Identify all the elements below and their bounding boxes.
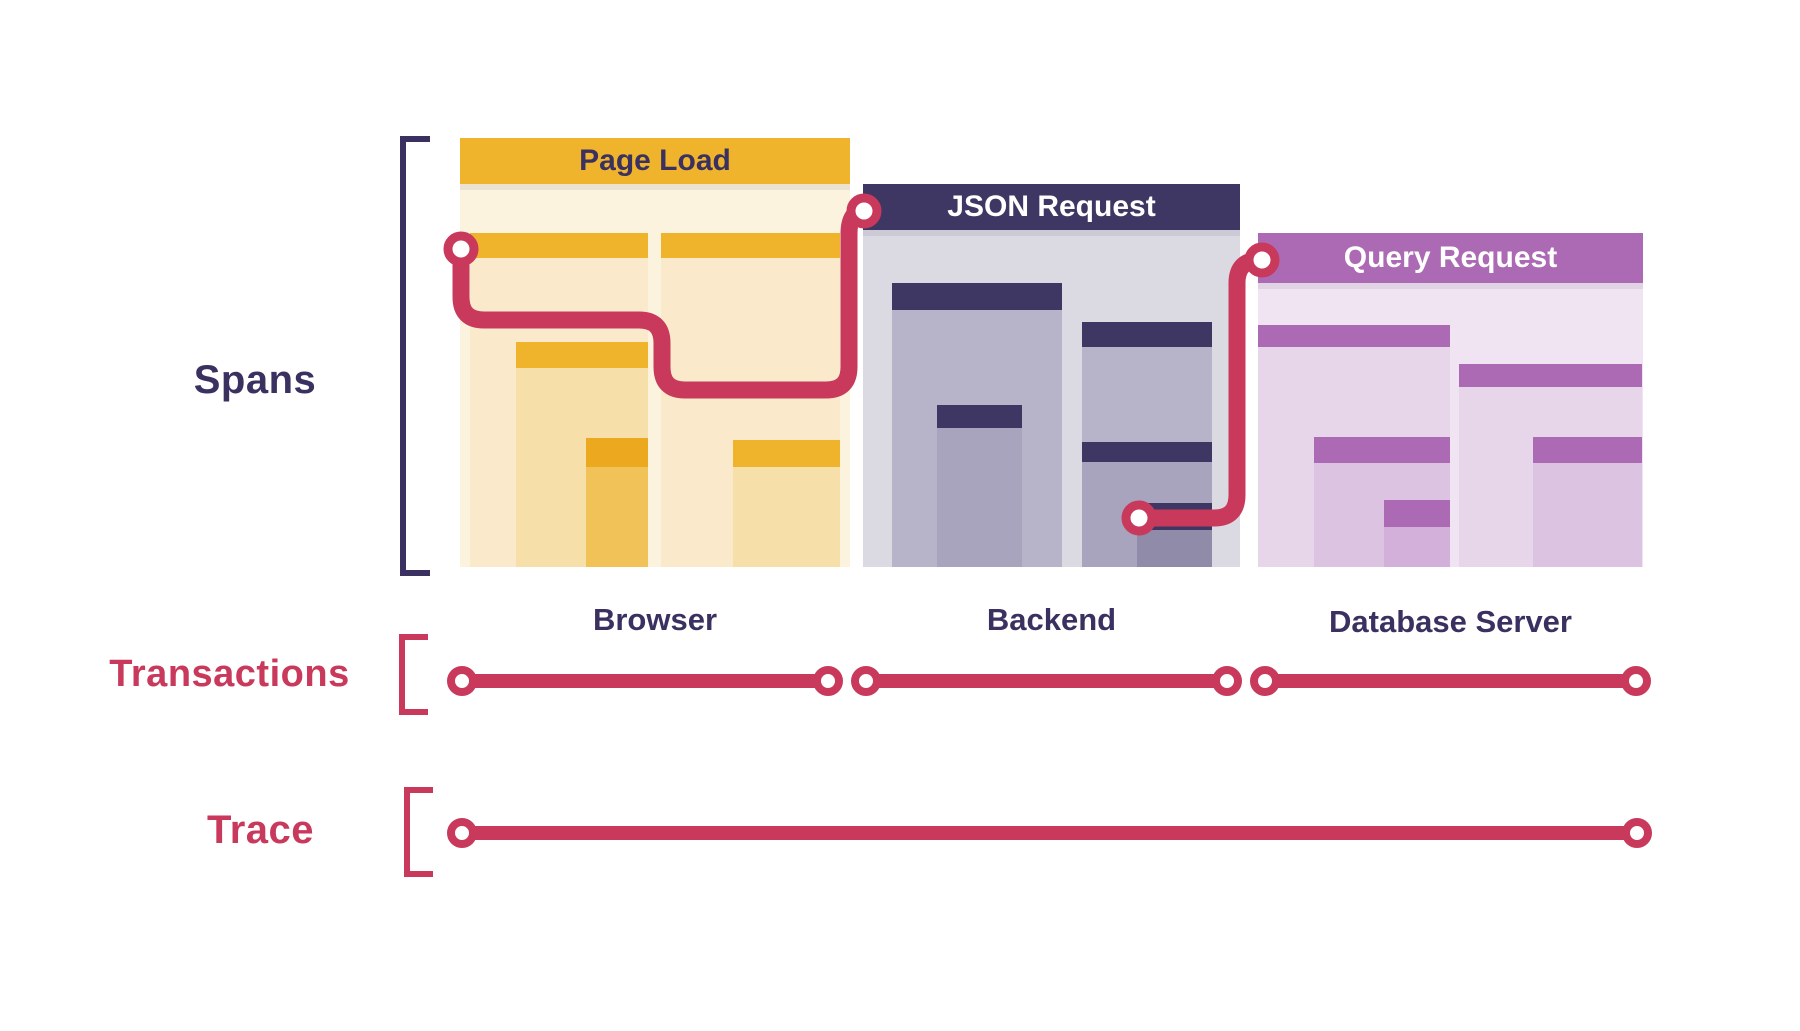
transaction-endpoint-circle — [1212, 666, 1242, 696]
backend-card-title: JSON Request — [947, 190, 1156, 223]
span-body — [1384, 527, 1450, 567]
span-bar — [661, 233, 840, 258]
span-bar — [892, 283, 1062, 310]
trace-endpoint-circle — [447, 818, 477, 848]
browser-card-header: Page Load — [460, 138, 850, 184]
span-body — [1137, 530, 1212, 567]
span-bar — [1137, 503, 1212, 530]
span-bar — [516, 342, 648, 368]
transaction-endpoint-circle — [813, 666, 843, 696]
transaction-endpoint-circle — [1250, 666, 1280, 696]
database-service-label: Database Server — [1329, 604, 1572, 639]
span-body — [937, 428, 1022, 567]
span-bar — [586, 438, 648, 467]
transaction-endpoint-circle — [1621, 666, 1651, 696]
span-bar — [733, 440, 840, 467]
span-body — [1533, 463, 1642, 567]
trace-bracket — [404, 787, 433, 877]
transactions-label: Transactions — [109, 653, 350, 695]
transaction-endpoint-circle — [447, 666, 477, 696]
span-body — [586, 467, 648, 567]
span-bar — [1459, 364, 1642, 387]
spans-bracket — [400, 136, 430, 576]
backend-service-label: Backend — [986, 602, 1117, 637]
trace-label: Trace — [206, 808, 315, 852]
browser-card-title: Page Load — [579, 144, 731, 177]
span-bar — [1533, 437, 1642, 463]
trace-endpoint-circle — [1622, 818, 1652, 848]
span-bar — [937, 405, 1022, 428]
span-bar — [1082, 322, 1212, 347]
backend-card-header: JSON Request — [863, 184, 1240, 230]
span-bar — [1258, 325, 1450, 347]
span-bar — [1082, 442, 1212, 462]
span-bar — [470, 233, 648, 258]
transaction-endpoint-circle — [851, 666, 881, 696]
span-bar — [1314, 437, 1450, 463]
database-card-title: Query Request — [1343, 241, 1558, 274]
browser-service-label: Browser — [592, 602, 718, 637]
span-body — [733, 467, 840, 567]
database-card-header: Query Request — [1258, 233, 1643, 283]
span-bar — [1384, 500, 1450, 527]
spans-label: Spans — [193, 358, 317, 402]
transactions-bracket — [399, 634, 428, 715]
